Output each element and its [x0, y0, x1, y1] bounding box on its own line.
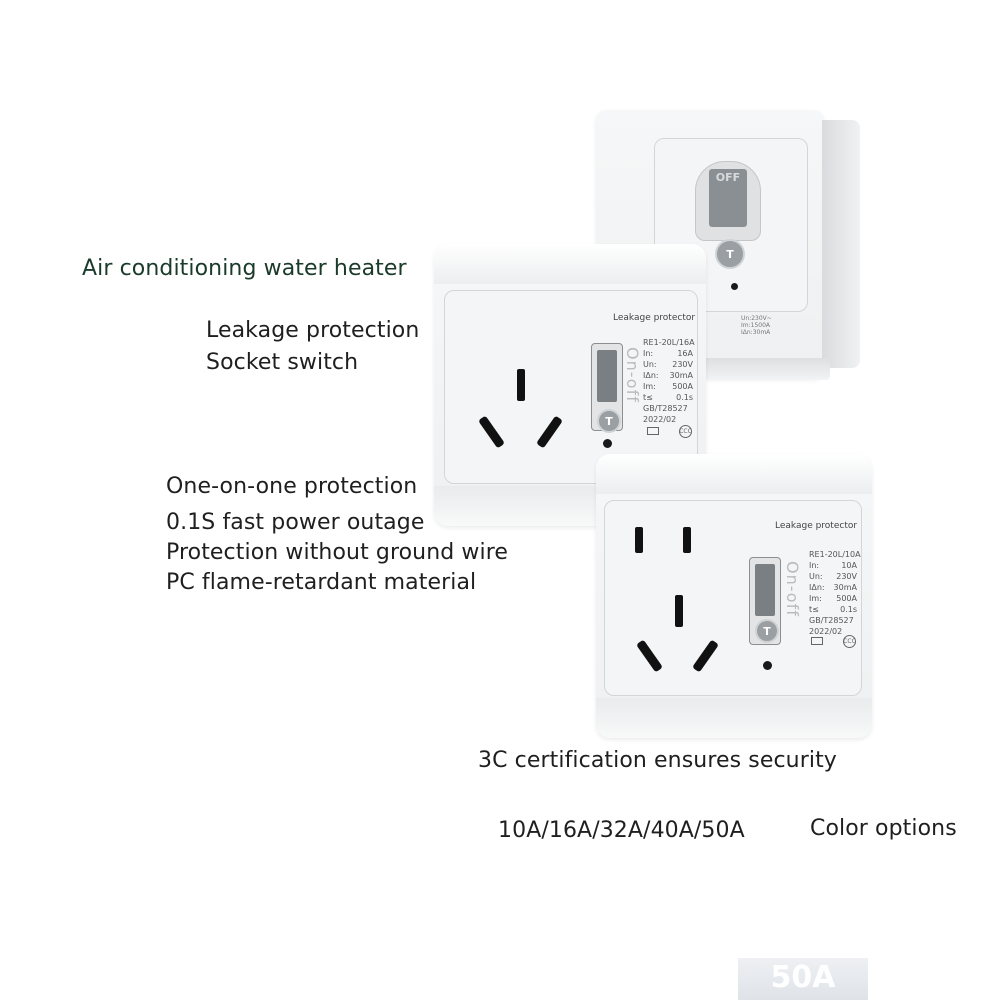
spec-val: 30mA: [669, 371, 693, 380]
breaker-lever[interactable]: OFF: [709, 169, 747, 227]
spec-key: IΔn:: [643, 371, 659, 380]
socket-16a-mark-icon: [647, 427, 659, 435]
caption-one-on-one: One-on-one protection: [166, 474, 418, 499]
ghost-amperage-graphic: 50A: [738, 958, 868, 1000]
spec-key: In:: [809, 561, 820, 570]
socket-16a-title: Leakage protector: [613, 313, 696, 323]
spec-key: In:: [643, 349, 654, 358]
spec-val: 16A: [677, 349, 693, 358]
socket-16a-top-slot: [517, 369, 525, 401]
socket-16a-left-slot: [478, 415, 505, 449]
caption-pc-material: PC flame-retardant material: [166, 570, 477, 595]
spec-key: IΔn:: [809, 583, 825, 592]
socket-10a-test-button[interactable]: T: [755, 619, 779, 643]
socket-10a-standard: GB/T28527: [809, 616, 854, 625]
socket-16a-right-slot: [536, 415, 563, 449]
socket-10a-faceplate: T On-off Leakage protector RE1-20L/10A I…: [604, 500, 862, 696]
socket-10a-title: Leakage protector: [775, 521, 858, 531]
spec-key: Im:: [809, 594, 822, 603]
socket-16a-indicator-light: [603, 439, 612, 448]
spec-val: 10A: [841, 561, 857, 570]
caption-air-conditioning: Air conditioning water heater: [82, 256, 407, 281]
spec-key: Un:: [809, 572, 823, 581]
breaker-spec-1: Un:230V~: [741, 315, 772, 322]
spec-val: 500A: [836, 594, 857, 603]
socket-16a-date: 2022/02: [643, 415, 677, 424]
socket-10a-mark-icon: [811, 637, 823, 645]
spec-key: Un:: [643, 360, 657, 369]
caption-fast-outage: 0.1S fast power outage: [166, 510, 425, 535]
socket-16a-standard: GB/T28527: [643, 404, 688, 413]
socket-10a-onoff-label: On-off: [783, 561, 802, 617]
spec-val: 0.1s: [840, 605, 857, 614]
socket-10a-lever[interactable]: [755, 564, 775, 616]
spec-val: 30mA: [833, 583, 857, 592]
socket-10a-right-slot: [692, 639, 719, 673]
breaker-spec-2: Im:1500A: [741, 322, 771, 329]
socket-16a-specs: RE1-20L/16A In: 16A Un: 230V IΔn: 30mA Im: 5…: [643, 337, 695, 425]
spec-val: 230V: [836, 572, 857, 581]
socket-10a-left-slot: [636, 639, 663, 673]
breaker-spec-3: IΔn:30mA: [741, 329, 771, 336]
breaker-indicator-light: [731, 283, 738, 290]
breaker-side: [822, 120, 860, 368]
socket-10a-botbar: [596, 698, 872, 738]
socket-10a-top-slot: [675, 595, 683, 627]
socket-16a-test-label: T: [605, 414, 613, 428]
socket-16a-ccc-icon: CCC: [679, 425, 692, 438]
caption-no-ground: Protection without ground wire: [166, 540, 509, 565]
socket-10a-model: RE1-20L/10A: [809, 550, 861, 559]
caption-socket-switch: Socket switch: [206, 350, 359, 375]
breaker-base: [700, 358, 830, 380]
socket-16a-onoff-label: On-off: [623, 347, 642, 403]
socket-10a-two-pin-right: [683, 527, 691, 553]
socket-16a-model: RE1-20L/16A: [643, 338, 695, 347]
socket-16a-unit: T On-off Leakage protector RE1-20L/16A I…: [434, 244, 706, 526]
ghost-text: 50A: [770, 960, 836, 995]
socket-10a-ccc-icon: CCC: [843, 635, 856, 648]
breaker-faceplate: OFF T Un:230V~ Im:1500A IΔn:30mA: [654, 138, 808, 336]
caption-amperage: 10A/16A/32A/40A/50A: [498, 818, 745, 843]
socket-10a-indicator-light: [763, 661, 772, 670]
caption-color-options: Color options: [810, 816, 957, 841]
spec-key: t≤: [809, 605, 819, 614]
breaker-lever-label: OFF: [715, 171, 741, 184]
spec-val: 500A: [672, 382, 693, 391]
spec-val: 0.1s: [676, 393, 693, 402]
spec-key: Im:: [643, 382, 656, 391]
spec-key: t≤: [643, 393, 653, 402]
socket-16a-test-button[interactable]: T: [597, 409, 621, 433]
socket-10a-unit: T On-off Leakage protector RE1-20L/10A I…: [596, 454, 872, 738]
caption-certification: 3C certification ensures security: [478, 748, 837, 773]
spec-val: 230V: [672, 360, 693, 369]
socket-16a-faceplate: T On-off Leakage protector RE1-20L/16A I…: [444, 290, 698, 484]
socket-10a-two-pin-left: [635, 527, 643, 553]
socket-10a-topbar: [596, 454, 872, 494]
breaker-test-label: T: [726, 247, 734, 261]
socket-16a-lever[interactable]: [597, 350, 617, 402]
socket-16a-topbar: [434, 244, 706, 284]
socket-10a-specs: RE1-20L/10A In: 10A Un: 230V IΔn: 30mA Im: 5…: [809, 549, 861, 637]
caption-leakage-protection: Leakage protection: [206, 318, 420, 343]
socket-10a-test-label: T: [763, 624, 771, 638]
socket-10a-date: 2022/02: [809, 627, 843, 636]
breaker-test-button[interactable]: T: [715, 239, 745, 269]
breaker-specs: Un:230V~ Im:1500A IΔn:30mA: [741, 315, 772, 336]
